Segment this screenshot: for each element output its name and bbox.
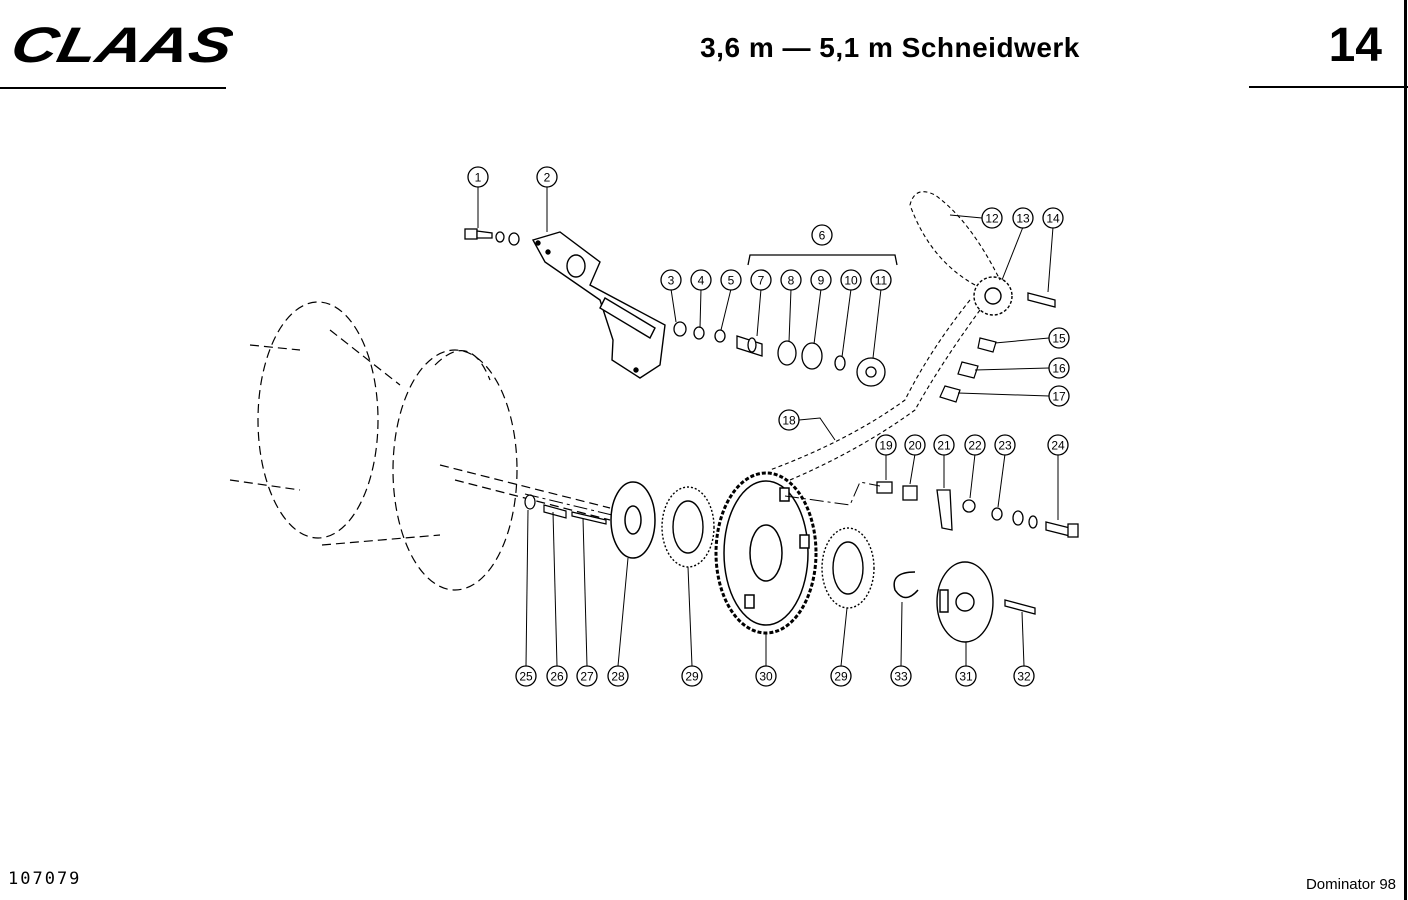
callout-label: 24 (1051, 439, 1065, 453)
bolt-part-32 (1004, 599, 1036, 615)
callout-label: 12 (985, 212, 999, 226)
callout-label: 15 (1052, 332, 1066, 346)
parts-19-24 (876, 481, 1079, 538)
callout-1: 1 (467, 166, 489, 188)
callout-label: 9 (818, 274, 825, 288)
drawing-number: 107079 (8, 869, 82, 889)
callout-9: 9 (810, 269, 832, 291)
callout-label: 26 (550, 670, 564, 684)
callout-label: 32 (1017, 670, 1031, 684)
callout-5: 5 (720, 269, 742, 291)
callout-label: 2 (544, 171, 551, 185)
callout-19: 19 (875, 434, 897, 456)
callout-16: 16 (1048, 357, 1070, 379)
callout-21: 21 (933, 434, 955, 456)
shaft-axis (524, 481, 881, 516)
callout-30: 30 (755, 665, 777, 687)
callout-33: 33 (890, 665, 912, 687)
callout-2: 2 (536, 166, 558, 188)
callout-18: 18 (778, 409, 800, 431)
callout-label: 7 (758, 274, 765, 288)
callout-15: 15 (1048, 327, 1070, 349)
header-rule-left (0, 87, 226, 89)
callout-14: 14 (1042, 207, 1064, 229)
callout-label: 27 (580, 670, 594, 684)
callout-label: 11 (875, 274, 888, 288)
claas-logo-text: CLAAS (8, 18, 233, 68)
callout-label: 29 (685, 670, 699, 684)
large-sprocket-part-30 (714, 471, 818, 635)
hub-part-31 (936, 561, 994, 643)
callout-27: 27 (576, 665, 598, 687)
callout-label: 31 (959, 670, 973, 684)
callout-label: 19 (879, 439, 893, 453)
callout-20: 20 (904, 434, 926, 456)
callout-label: 22 (968, 439, 982, 453)
header-rule-right (1249, 86, 1408, 88)
callout-10: 10 (840, 269, 862, 291)
bolt-part-14 (1027, 292, 1056, 308)
callout-29: 29 (681, 665, 703, 687)
bracket-part-2 (531, 231, 666, 379)
callout-24: 24 (1047, 434, 1069, 456)
upper-sprocket-part-13 (973, 276, 1013, 316)
page-number: 14 (1328, 19, 1382, 72)
leader-lines (477, 186, 1059, 667)
disc-part-28 (610, 481, 656, 559)
auger-drum-phantom (229, 301, 611, 591)
callout-26: 26 (546, 665, 568, 687)
friction-disc-part-29-right (821, 527, 875, 609)
spring-parts-25-27 (524, 494, 607, 525)
callout-11: 11 (870, 269, 892, 291)
callout-label: 33 (894, 670, 908, 684)
callout-label: 16 (1052, 362, 1066, 376)
callout-label: 17 (1052, 390, 1066, 404)
callout-8: 8 (780, 269, 802, 291)
callout-label: 30 (759, 670, 773, 684)
callout-label: 3 (668, 274, 675, 288)
callout-22: 22 (964, 434, 986, 456)
callout-3: 3 (660, 269, 682, 291)
callout-group-6: 6 (811, 224, 833, 246)
callout-25: 25 (515, 665, 537, 687)
callout-17: 17 (1048, 385, 1070, 407)
callout-label: 4 (698, 274, 705, 288)
callout-29: 29 (830, 665, 852, 687)
callout-label: 8 (788, 274, 795, 288)
bolt-part-1 (464, 228, 520, 246)
callout-label: 28 (611, 670, 625, 684)
callout-31: 31 (955, 665, 977, 687)
model-name: Dominator 98 (1305, 876, 1396, 893)
callout-4: 4 (690, 269, 712, 291)
callout-label: 18 (782, 414, 796, 428)
callout-label: 14 (1046, 212, 1060, 226)
small-parts-3-11 (673, 321, 886, 387)
frame-border-right (1404, 0, 1407, 900)
callout-label: 21 (937, 439, 951, 453)
callout-32: 32 (1013, 665, 1035, 687)
chain-links-15-17 (939, 337, 997, 403)
snap-ring-part-33 (893, 571, 919, 599)
callout-28: 28 (607, 665, 629, 687)
callout-label: 5 (728, 274, 735, 288)
callout-label: 1 (475, 171, 482, 185)
callout-label: 20 (908, 439, 922, 453)
callout-13: 13 (1012, 207, 1034, 229)
callout-12: 12 (981, 207, 1003, 229)
callout-23: 23 (994, 434, 1016, 456)
group-6-bracket (747, 254, 898, 266)
page-title: 3,6 m — 5,1 m Schneidwerk (700, 32, 1080, 63)
callout-label: 23 (998, 439, 1012, 453)
callout-label: 29 (834, 670, 848, 684)
callout-label: 6 (819, 229, 826, 243)
callout-label: 25 (519, 670, 533, 684)
chain-part-12 (769, 191, 1001, 481)
claas-logo: CLAAS (8, 18, 233, 68)
friction-disc-part-29-left (661, 486, 715, 568)
callout-label: 13 (1016, 212, 1030, 226)
callout-7: 7 (750, 269, 772, 291)
callout-label: 10 (844, 274, 858, 288)
